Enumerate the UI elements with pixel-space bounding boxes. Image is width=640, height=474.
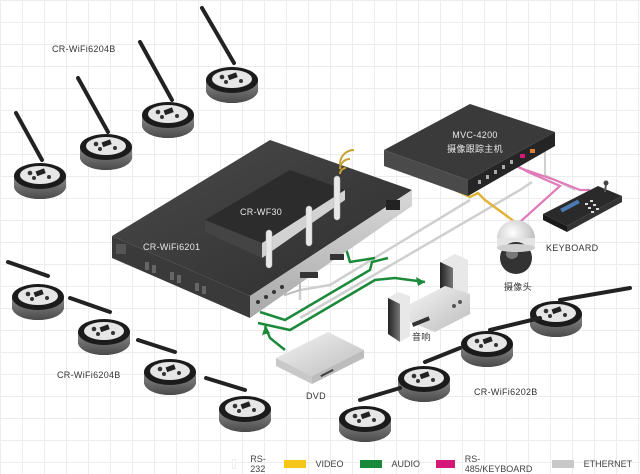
microphone <box>398 346 462 402</box>
audio-cable-main-to-speaker <box>257 276 426 332</box>
legend-item-rs232: RS-232 <box>232 454 268 474</box>
microphone <box>339 386 402 442</box>
ethernet-cable-ap-to-tracker <box>299 180 533 320</box>
microphone <box>138 40 194 138</box>
legend-label: VIDEO <box>315 459 344 469</box>
rs485-cable-tracker-to-camera <box>509 161 563 223</box>
dvd-player <box>276 332 364 384</box>
microphone <box>14 111 66 199</box>
tracking-host-mvc-4200 <box>384 104 555 196</box>
microphone <box>461 316 542 367</box>
legend-item-ethernet: ETHERNET <box>551 459 633 469</box>
microphone <box>68 296 130 355</box>
mic-group-top <box>14 6 258 199</box>
speaker-system <box>388 254 470 342</box>
label-dvd: DVD <box>306 391 326 401</box>
legend-label: ETHERNET <box>583 459 633 469</box>
mic-group-left <box>6 260 271 432</box>
wifi-icon <box>339 149 355 175</box>
audio-cable-main-to-speaker-2 <box>259 256 389 322</box>
label-mic-group-left: CR-WiFi6204B <box>57 370 121 380</box>
dome-camera <box>497 220 535 274</box>
legend-swatch <box>359 460 382 468</box>
audio-arrow <box>262 326 270 335</box>
microphone <box>200 6 258 103</box>
audio-cable-dvd-to-main <box>263 325 286 351</box>
microphone <box>530 286 632 337</box>
legend-swatch <box>232 459 237 469</box>
audio-arrow <box>416 277 425 286</box>
label-tracker-name: 摄像跟踪主机 <box>447 144 503 154</box>
control-keyboard <box>543 180 622 232</box>
label-main-unit: CR-WiFi6201 <box>143 242 201 252</box>
label-mic-group-top: CR-WiFi6204B <box>52 44 116 54</box>
legend-item-video: VIDEO <box>283 459 344 469</box>
legend-label: AUDIO <box>391 459 421 469</box>
access-point-cr-wf30 <box>205 149 355 269</box>
microphone <box>204 376 271 432</box>
legend-swatch <box>436 460 455 468</box>
legend-label: RS-485/KEYBOARD <box>464 454 533 474</box>
label-access-point: CR-WF30 <box>240 207 283 217</box>
mic-group-right <box>339 286 632 442</box>
microphone <box>76 76 132 170</box>
label-tracker-model: MVC-4200 <box>452 130 498 140</box>
label-mic-group-right: CR-WiFi6202B <box>474 387 538 397</box>
microphone <box>136 338 196 395</box>
microphone <box>6 260 64 320</box>
legend-swatch <box>551 460 574 468</box>
label-keyboard: KEYBOARD <box>546 243 599 253</box>
legend-swatch <box>283 460 306 468</box>
ethernet-cable-main <box>298 198 471 300</box>
label-speaker: 音响 <box>412 332 431 342</box>
video-cable-tracker-to-camera <box>454 188 516 224</box>
legend-item-rs485-keyboard: RS-485/KEYBOARD <box>436 454 536 474</box>
legend-item-audio: AUDIO <box>359 459 421 469</box>
label-camera: 摄像头 <box>504 282 532 292</box>
legend: RS-232 VIDEO AUDIO RS-485/KEYBOARD ETHER… <box>232 454 640 474</box>
legend-label: RS-232 <box>250 454 266 474</box>
